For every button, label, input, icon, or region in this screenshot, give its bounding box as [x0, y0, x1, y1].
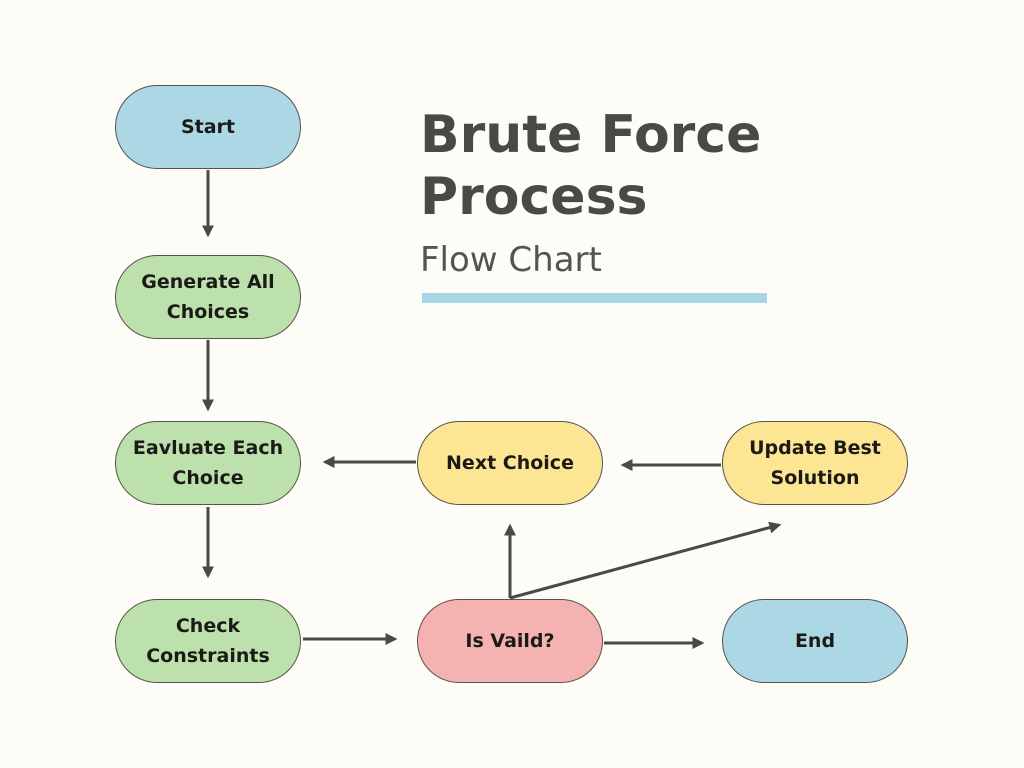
page-subtitle: Flow Chart	[420, 240, 602, 280]
arrow-valid-to-update	[509, 521, 782, 600]
node-evaluate-label: Eavluate Each Choice	[132, 437, 284, 489]
node-update-label: Update Best Solution	[749, 437, 881, 489]
node-evaluate-each-choice[interactable]: Eavluate Each Choice	[115, 421, 301, 505]
node-valid-label: Is Vaild?	[465, 630, 555, 652]
title-line-1: Brute Force	[420, 105, 762, 165]
node-end-label: End	[794, 630, 836, 652]
node-generate-all-choices[interactable]: Generate All Choices	[115, 255, 301, 339]
node-update-best-solution[interactable]: Update Best Solution	[722, 421, 908, 505]
title-underline	[422, 293, 767, 303]
node-next-label: Next Choice	[446, 452, 574, 474]
title-line-2: Process	[420, 167, 648, 227]
node-check-label: Check Constraints	[146, 615, 270, 667]
node-is-valid-decision[interactable]: Is Vaild?	[417, 599, 603, 683]
page-title: Brute Force Process	[420, 104, 840, 228]
node-end[interactable]: End	[722, 599, 908, 683]
node-start-label: Start	[180, 116, 236, 138]
node-check-constraints[interactable]: Check Constraints	[115, 599, 301, 683]
node-generate-label: Generate All Choices	[141, 271, 275, 323]
node-next-choice[interactable]: Next Choice	[417, 421, 603, 505]
node-start[interactable]: Start	[115, 85, 301, 169]
